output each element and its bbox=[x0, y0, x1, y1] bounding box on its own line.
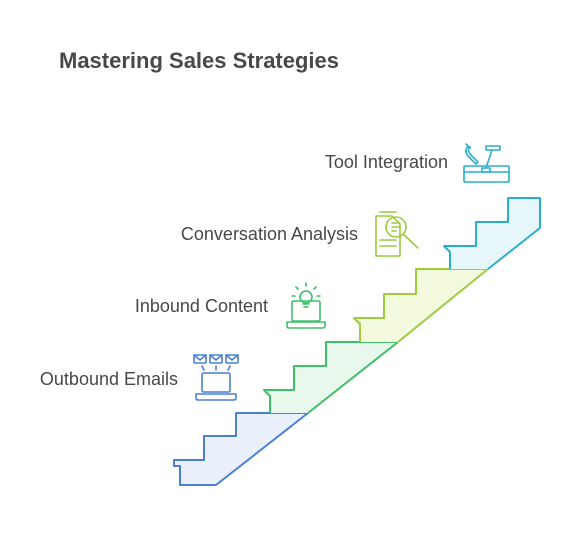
stair-segment-tool-integration bbox=[443, 197, 541, 270]
laptop-lightbulb-icon bbox=[286, 282, 326, 329]
document-search-icon bbox=[375, 211, 419, 257]
diagram-title: Mastering Sales Strategies bbox=[59, 48, 340, 73]
laptop-emails-icon bbox=[193, 354, 239, 401]
step-label-tool-integration: Tool Integration bbox=[324, 152, 448, 172]
stair-segment-outbound-emails bbox=[173, 412, 309, 486]
stair-segment-inbound-content bbox=[263, 341, 399, 414]
stair-segment-conversation-analysis bbox=[353, 268, 489, 343]
toolbox-icon bbox=[463, 143, 510, 183]
step-label-inbound-content: Inbound Content bbox=[134, 296, 268, 316]
step-label-conversation-analysis: Conversation Analysis bbox=[180, 224, 358, 244]
step-label-outbound-emails: Outbound Emails bbox=[39, 369, 178, 389]
